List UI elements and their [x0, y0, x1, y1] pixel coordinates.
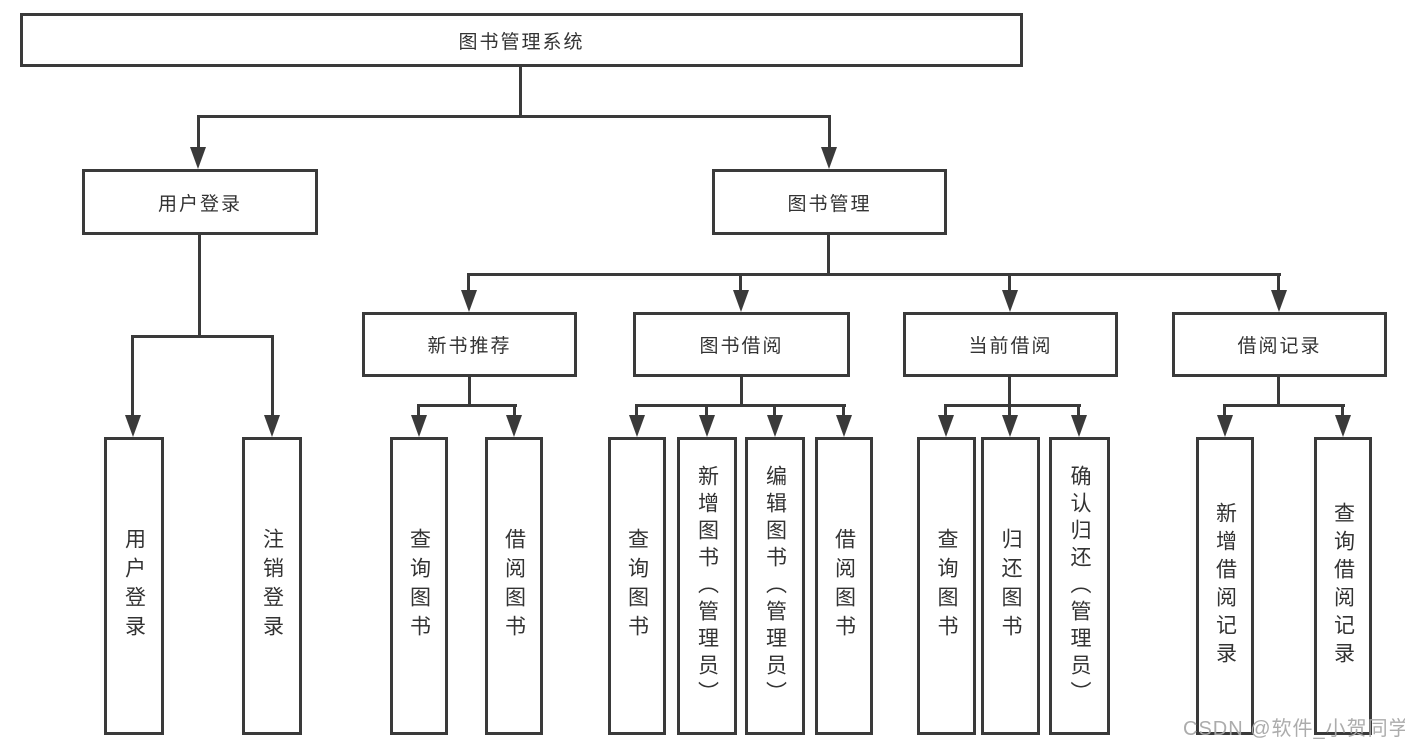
leaf-user-login-label: 用户登录	[122, 528, 146, 644]
leaf-add-borrow-record: 新增借阅记录	[1196, 437, 1254, 735]
leaf-return-books-label: 归还图书	[999, 528, 1022, 644]
node-root: 图书管理系统	[20, 13, 1023, 67]
arrowhead-icon	[1071, 415, 1087, 437]
connector-line	[842, 404, 845, 416]
node-user-login: 用户登录	[82, 169, 318, 235]
connector-line	[635, 404, 846, 407]
node-root-label: 图书管理系统	[458, 31, 585, 53]
node-new-book-rec: 新书推荐	[362, 312, 577, 377]
arrowhead-icon	[1002, 290, 1018, 312]
arrowhead-icon	[629, 415, 645, 437]
connector-line	[1223, 404, 1226, 416]
connector-line	[944, 404, 947, 416]
connector-line	[198, 235, 201, 338]
leaf-return-books: 归还图书	[981, 437, 1040, 735]
leaf-borrow-books-borrow: 借阅图书	[815, 437, 873, 735]
connector-line	[773, 404, 776, 416]
arrowhead-icon	[461, 290, 477, 312]
arrowhead-icon	[767, 415, 783, 437]
connector-line	[944, 404, 1081, 407]
connector-line	[739, 273, 742, 291]
arrowhead-icon	[836, 415, 852, 437]
connector-line	[1277, 273, 1280, 291]
leaf-edit-books-admin-label: 编辑图书（管理员）	[763, 464, 787, 708]
arrowhead-icon	[1002, 415, 1018, 437]
csdn-watermark: CSDN @软件_小贺同学	[1183, 718, 1405, 740]
leaf-add-books-admin-label: 新增图书（管理员）	[695, 464, 719, 708]
leaf-borrow-books-newrec: 借阅图书	[485, 437, 543, 735]
arrowhead-icon	[1335, 415, 1351, 437]
leaf-confirm-return-admin-label: 确认归还（管理员）	[1068, 464, 1091, 708]
connector-line	[417, 404, 420, 416]
node-current-borrow-label: 当前借阅	[968, 336, 1053, 357]
leaf-add-borrow-record-label: 新增借阅记录	[1213, 502, 1237, 670]
node-new-book-rec-label: 新书推荐	[427, 336, 512, 357]
connector-line	[468, 377, 471, 407]
leaf-logout-label: 注销登录	[260, 528, 284, 644]
connector-line	[131, 335, 134, 416]
leaf-query-books-newrec: 查询图书	[390, 437, 448, 735]
node-book-mgmt: 图书管理	[712, 169, 947, 235]
connector-line	[828, 115, 831, 148]
leaf-borrow-books-newrec-label: 借阅图书	[502, 528, 526, 644]
arrowhead-icon	[125, 415, 141, 437]
node-current-borrow: 当前借阅	[903, 312, 1118, 377]
connector-line	[467, 273, 470, 291]
arrowhead-icon	[821, 147, 837, 169]
connector-line	[197, 115, 200, 148]
arrowhead-icon	[938, 415, 954, 437]
leaf-user-login: 用户登录	[104, 437, 164, 735]
connector-line	[1341, 404, 1344, 416]
connector-line	[1223, 404, 1345, 407]
leaf-query-borrow-record-label: 查询借阅记录	[1331, 502, 1355, 670]
connector-line	[635, 404, 638, 416]
leaf-query-books-current: 查询图书	[917, 437, 976, 735]
arrowhead-icon	[411, 415, 427, 437]
arrowhead-icon	[1217, 415, 1233, 437]
connector-line	[197, 115, 831, 118]
node-borrow-records: 借阅记录	[1172, 312, 1387, 377]
connector-line	[1008, 377, 1011, 407]
connector-line	[131, 335, 274, 338]
connector-line	[1008, 404, 1011, 416]
node-book-borrow: 图书借阅	[633, 312, 850, 377]
connector-line	[827, 235, 830, 276]
leaf-logout: 注销登录	[242, 437, 302, 735]
leaf-confirm-return-admin: 确认归还（管理员）	[1049, 437, 1110, 735]
leaf-query-books-borrow-label: 查询图书	[625, 528, 649, 644]
connector-line	[467, 273, 1281, 276]
connector-line	[513, 404, 516, 416]
connector-line	[1008, 273, 1011, 291]
leaf-query-borrow-record: 查询借阅记录	[1314, 437, 1372, 735]
connector-line	[519, 66, 522, 117]
node-user-login-label: 用户登录	[157, 193, 242, 215]
leaf-borrow-books-borrow-label: 借阅图书	[832, 528, 856, 644]
arrowhead-icon	[699, 415, 715, 437]
connector-line	[417, 404, 517, 407]
leaf-query-books-newrec-label: 查询图书	[407, 528, 431, 644]
arrowhead-icon	[264, 415, 280, 437]
connector-line	[1277, 377, 1280, 407]
connector-line	[705, 404, 708, 416]
node-book-borrow-label: 图书借阅	[699, 336, 784, 357]
leaf-edit-books-admin: 编辑图书（管理员）	[745, 437, 805, 735]
node-borrow-records-label: 借阅记录	[1237, 336, 1322, 357]
node-book-mgmt-label: 图书管理	[787, 193, 872, 215]
leaf-add-books-admin: 新增图书（管理员）	[677, 437, 737, 735]
connector-line	[740, 377, 743, 407]
leaf-query-books-current-label: 查询图书	[935, 528, 958, 644]
arrowhead-icon	[190, 147, 206, 169]
leaf-query-books-borrow: 查询图书	[608, 437, 666, 735]
connector-line	[1077, 404, 1080, 416]
arrowhead-icon	[506, 415, 522, 437]
arrowhead-icon	[1271, 290, 1287, 312]
connector-line	[271, 335, 274, 416]
arrowhead-icon	[733, 290, 749, 312]
